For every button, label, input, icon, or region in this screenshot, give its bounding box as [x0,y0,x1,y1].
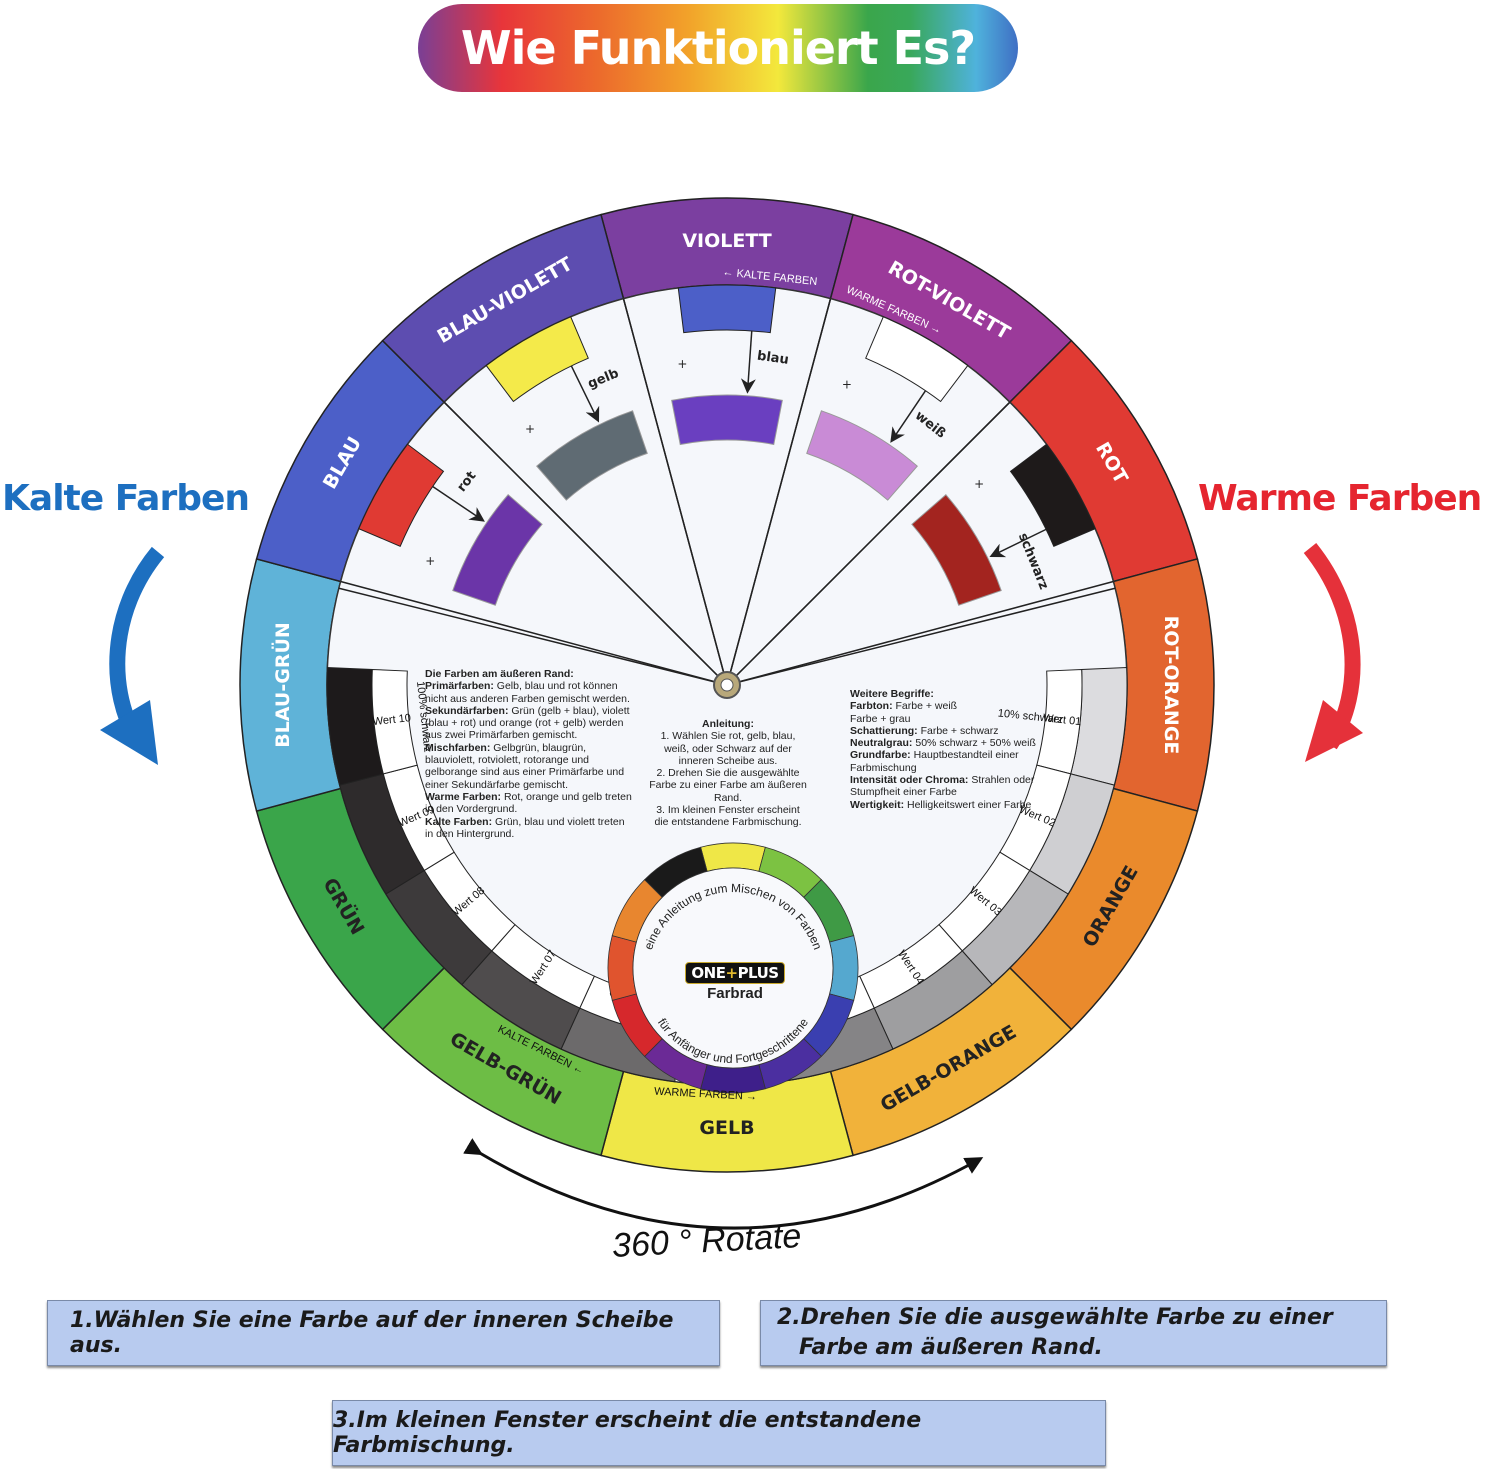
plus-sign: + [677,357,687,371]
step-1-text: 1.Wählen Sie eine Farbe auf der inneren … [70,1308,674,1358]
plus-sign: + [842,377,852,391]
mix-window [911,494,1002,606]
mini-wheel-segment [607,935,637,1001]
plus-sign: + [974,477,984,491]
info-right-heading: Weitere Begriffe: [850,688,934,700]
sector-divider [340,580,728,686]
gray-value-cell [371,668,418,775]
selector-tab-weiß[interactable] [865,316,969,403]
outer-segment-label: GELB [699,1117,754,1139]
info-left-item: Kalte Farben: Grün, blau und violett tre… [425,815,625,840]
mix-window [806,410,918,501]
cold-colors-label: Kalte Farben [2,478,250,519]
info-right-item: Farbton: Farbe + weiß [850,700,958,713]
rivet-hole [720,678,734,692]
outer-segment-label: BLAU-GRÜN [270,622,294,748]
gray-value-label: Wert 01 [1042,712,1081,728]
warm-direction-note: WARME FARBEN → [654,1086,757,1103]
info-right-item: Farbe + grau [850,712,911,725]
outer-colors-info: Die Farben am äußeren Rand: Primärfarben… [425,668,635,840]
page-title: Wie Funktioniert Es? [460,21,976,75]
arrow-icon [890,390,927,443]
sector-divider [726,401,1011,686]
warm-arrowhead-icon [1305,700,1363,762]
sector-divider [443,401,728,686]
sector-divider [622,298,728,686]
product-name: Farbrad [707,985,763,1002]
info-left-item: Sekundärfarben: Grün (gelb + blau), viol… [425,704,630,742]
instruction-line: 2. Drehen Sie die ausgewählte Farbe zu e… [649,767,807,804]
brand-logo: ONE+PLUS Farbrad [683,962,787,1002]
rotate-arc [463,1138,984,1230]
info-left-item: Mischfarben: Gelbgrün, blaugrün, blauvio… [425,741,625,791]
info-right-item: Grundfarbe: Hauptbestandteil einer Farbm… [850,749,1019,774]
mix-window [671,394,783,446]
info-mid-heading: Anleitung: [702,718,754,730]
warm-colors-label: Warme Farben [1198,478,1482,519]
step-2-line-1: 2.Drehen Sie die ausgewählte Farbe zu ei… [777,1305,1333,1330]
arrow-icon [740,330,756,394]
cold-arrowhead-icon [100,700,158,765]
arrow-icon [570,365,600,423]
sector-divider [726,298,832,686]
step-3-box: 3.Im kleinen Fenster erscheint die entst… [332,1400,1106,1466]
title-banner: Wie Funktioniert Es? [418,4,1018,92]
selector-tab-blau[interactable] [677,284,777,334]
step-2-line-2: Farbe am äußeren Rand. [799,1335,1103,1360]
mix-window [536,410,648,501]
step-3-text: 3.Im kleinen Fenster erscheint die entst… [333,1408,922,1458]
step-1-box: 1.Wählen Sie eine Farbe auf der inneren … [47,1300,720,1366]
info-right-item: Wertigkeit: Helligkeitswert einer Farbe [850,798,1032,811]
selector-label: blau [756,349,790,368]
info-right-item: Neutralgrau: 50% schwarz + 50% weiß [850,737,1036,750]
info-right-item: Schattierung: Farbe + schwarz [850,724,999,737]
mini-wheel-segment [829,935,859,1001]
mix-window [452,494,543,606]
selector-tab-gelb[interactable] [485,316,589,403]
info-left-heading: Die Farben am äußeren Rand: [425,668,574,680]
outer-segment-label: ROT-ORANGE [1160,616,1182,755]
arrow-icon [989,528,1047,558]
info-right-item: Intensität oder Chroma: Strahlen oder St… [850,774,1035,799]
brand-mark: ONE+PLUS [685,962,785,984]
plus-sign: + [425,554,435,568]
mini-wheel-segment [700,842,766,872]
selector-tab-rot[interactable] [358,443,445,547]
instruction-line: 3. Im kleinen Fenster erscheint die ents… [654,804,802,829]
selector-tab-schwarz[interactable] [1009,443,1096,547]
plus-sign: + [525,422,535,436]
info-left-item: Primärfarben: Gelb, blau und rot können … [425,680,630,705]
sector-divider [726,587,1116,686]
info-left-item: Warme Farben: Rot, orange und gelb trete… [425,790,632,816]
instructions-info: Anleitung: 1. Wählen Sie rot, gelb, blau… [648,718,808,829]
step-2-box: 2.Drehen Sie die ausgewählte Farbe zu ei… [760,1300,1387,1366]
sector-divider [726,580,1114,686]
instruction-line: 1. Wählen Sie rot, gelb, blau, weiß, ode… [660,730,796,767]
outer-segment-label: VIOLETT [682,230,771,252]
gray-value-label: Wert 10 [372,712,411,728]
arrow-icon [432,485,485,522]
sector-divider [338,587,728,686]
